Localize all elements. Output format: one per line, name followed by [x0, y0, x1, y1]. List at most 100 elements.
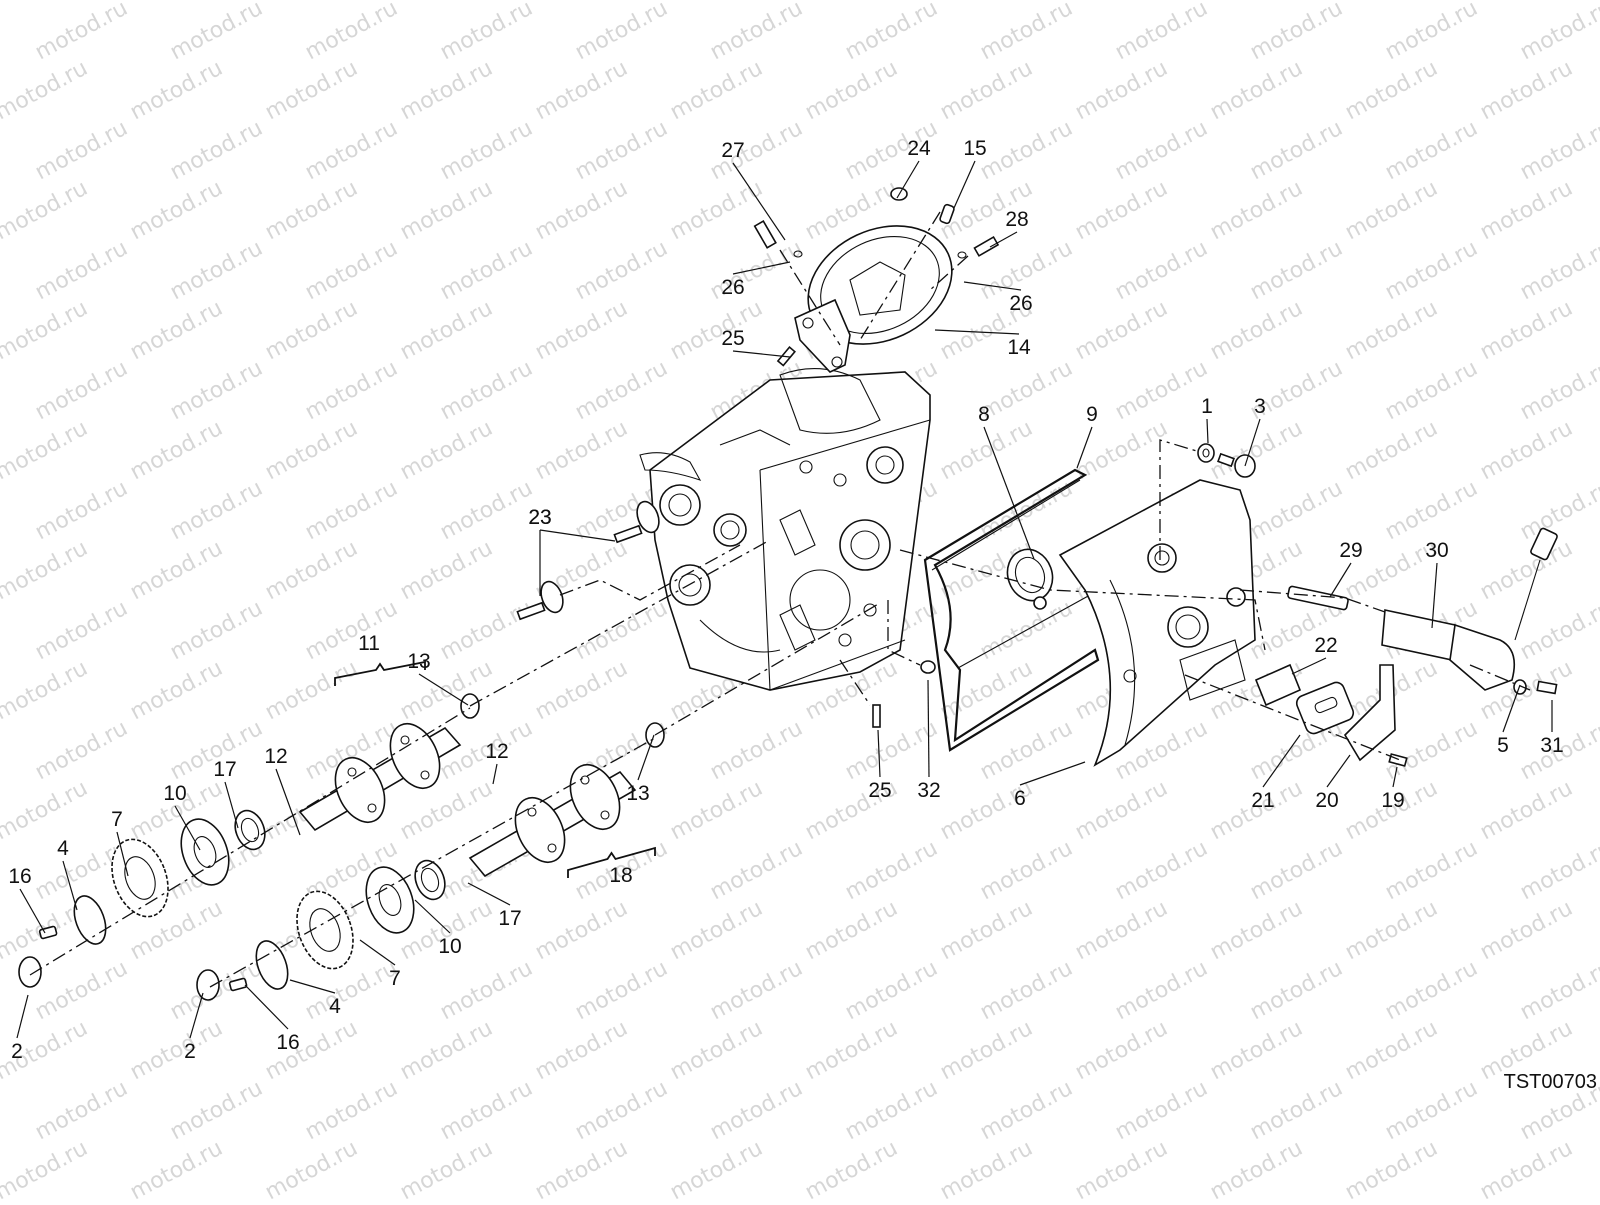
callout-10: 10: [438, 935, 461, 958]
leader-line: [934, 329, 1020, 335]
watermark-text: motod.ru: [31, 956, 132, 1025]
watermark-text: motod.ru: [436, 596, 537, 665]
leader-line: [927, 679, 930, 778]
watermark-text: motod.ru: [1246, 236, 1347, 305]
watermark-text: motod.ru: [1206, 296, 1307, 365]
callout-31: 31: [1540, 734, 1563, 757]
watermark-text: motod.ru: [396, 1016, 497, 1085]
watermark-text: motod.ru: [1516, 116, 1600, 185]
watermark-text: motod.ru: [936, 1136, 1037, 1200]
watermark-text: motod.ru: [31, 0, 132, 65]
watermark-text: motod.ru: [801, 1136, 902, 1200]
leader-line: [953, 160, 976, 209]
watermark-text: motod.ru: [1476, 176, 1577, 245]
leader-line: [275, 768, 301, 836]
watermark-text: motod.ru: [801, 896, 902, 965]
callout-11: 11: [358, 632, 380, 655]
watermark-text: motod.ru: [706, 0, 807, 65]
watermark-text: motod.ru: [1476, 416, 1577, 485]
callout-16: 16: [8, 865, 31, 888]
watermark-text: motod.ru: [261, 56, 362, 125]
leader-line: [418, 673, 469, 706]
callout-24: 24: [907, 137, 931, 160]
callout-21: 21: [1251, 789, 1274, 812]
callout-26: 26: [1009, 292, 1032, 315]
leader-line: [19, 888, 46, 934]
watermark-text: motod.ru: [0, 176, 92, 245]
callout-6: 6: [1014, 787, 1026, 810]
drawing-code: TST00703: [1504, 1071, 1597, 1093]
watermark-text: motod.ru: [0, 656, 92, 725]
callout-14: 14: [1007, 336, 1031, 359]
leader-line: [877, 729, 881, 778]
stud-23: [516, 500, 660, 621]
leader-line: [732, 350, 791, 358]
leader-line: [174, 805, 201, 851]
callout-29: 29: [1339, 539, 1362, 562]
watermark-text: motod.ru: [1246, 0, 1347, 65]
watermark-text: motod.ru: [1381, 836, 1482, 905]
watermark-text: motod.ru: [261, 1136, 362, 1200]
watermark-text: motod.ru: [571, 236, 672, 305]
watermark-text: motod.ru: [166, 0, 267, 65]
watermark-text: motod.ru: [1071, 56, 1172, 125]
leader-line: [896, 160, 920, 199]
watermark-text: motod.ru: [1381, 1196, 1482, 1200]
watermark-text: motod.ru: [396, 176, 497, 245]
watermark-text: motod.ru: [571, 356, 672, 425]
callout-22: 22: [1314, 634, 1337, 657]
watermark-text: motod.ru: [301, 236, 402, 305]
watermark-text: motod.ru: [1516, 0, 1600, 65]
leader-line: [359, 939, 396, 966]
watermark-text: motod.ru: [1246, 1076, 1347, 1145]
watermark-text: motod.ru: [166, 476, 267, 545]
watermark-text: motod.ru: [1206, 1016, 1307, 1085]
callout-4: 4: [329, 995, 341, 1018]
watermark-text: motod.ru: [166, 356, 267, 425]
watermark-text: motod.ru: [1071, 776, 1172, 845]
watermark-text: motod.ru: [166, 116, 267, 185]
watermark-text: motod.ru: [1206, 176, 1307, 245]
watermark-text: motod.ru: [1341, 0, 1442, 5]
watermark-text: motod.ru: [801, 1016, 902, 1085]
watermark-text: motod.ru: [31, 236, 132, 305]
watermark-text: motod.ru: [571, 596, 672, 665]
callout-16: 16: [276, 1031, 299, 1054]
callout-13: 13: [626, 782, 649, 805]
watermark-text: motod.ru: [1111, 956, 1212, 1025]
callout-25: 25: [721, 327, 744, 350]
leader-line: [983, 426, 1035, 560]
watermark-text: motod.ru: [1516, 956, 1600, 1025]
watermark-text: motod.ru: [1341, 56, 1442, 125]
watermark-text: motod.ru: [571, 116, 672, 185]
watermark-text: motod.ru: [261, 656, 362, 725]
watermark-text: motod.ru: [976, 1196, 1077, 1200]
watermark-text: motod.ru: [936, 1016, 1037, 1085]
leader-line: [414, 899, 451, 934]
callout-12: 12: [485, 740, 508, 763]
callout-32: 32: [917, 779, 940, 802]
watermark-text: motod.ru: [976, 356, 1077, 425]
leader-line: [62, 860, 78, 911]
watermark-text: motod.ru: [801, 0, 902, 5]
watermark-text: motod.ru: [31, 1076, 132, 1145]
callout-7: 7: [389, 967, 401, 990]
watermark-text: motod.ru: [1341, 896, 1442, 965]
watermark-text: motod.ru: [1206, 56, 1307, 125]
watermark-text: motod.ru: [706, 1196, 807, 1200]
watermark-text: motod.ru: [1341, 1136, 1442, 1200]
watermark-text: motod.ru: [1476, 896, 1577, 965]
watermark-text: motod.ru: [1381, 716, 1482, 785]
leader-line: [492, 763, 498, 785]
watermark-text: motod.ru: [841, 1196, 942, 1200]
watermark-text: motod.ru: [1111, 836, 1212, 905]
watermark-text: motod.ru: [706, 716, 807, 785]
watermark-text: motod.ru: [1381, 0, 1482, 65]
leader-line: [224, 781, 239, 829]
watermark-text: motod.ru: [31, 1196, 132, 1200]
watermark-text: motod.ru: [436, 476, 537, 545]
leader-line: [539, 529, 616, 542]
watermark-text: motod.ru: [976, 116, 1077, 185]
watermark-text: motod.ru: [1341, 1016, 1442, 1085]
